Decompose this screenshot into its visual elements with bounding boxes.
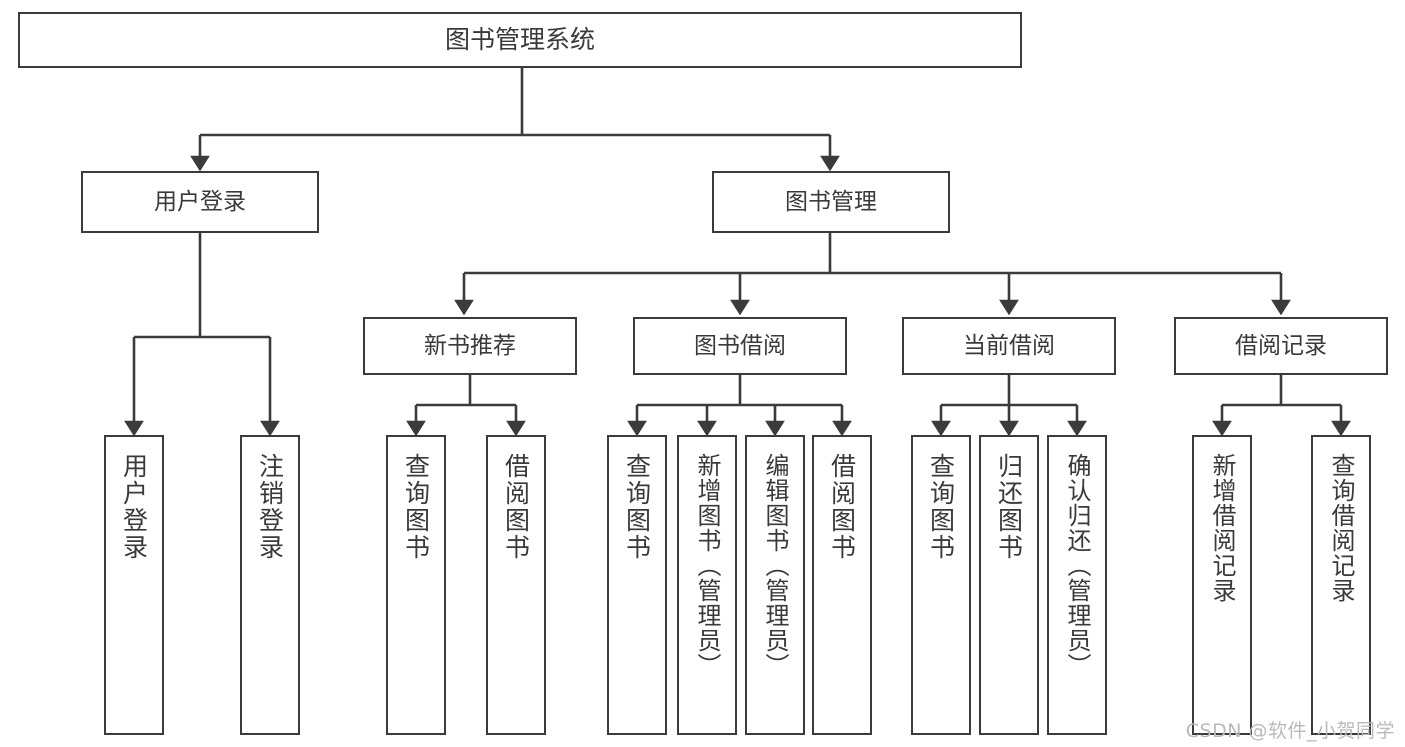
node-label: 查询图书 xyxy=(401,453,431,561)
node-label: 确认归还（管理员） xyxy=(1063,453,1091,678)
node-label: 查询图书 xyxy=(622,453,652,561)
node-current-borrow[interactable]: 当前借阅 xyxy=(902,317,1116,375)
node-user-login[interactable]: 用户登录 xyxy=(81,171,319,233)
node-label: 用户登录 xyxy=(119,453,149,561)
node-book-borrow[interactable]: 图书借阅 xyxy=(633,317,847,375)
node-label: 图书管理系统 xyxy=(444,24,595,54)
leaf-records-query-record[interactable]: 查询借阅记录 xyxy=(1311,435,1371,735)
leaf-borrow-edit-book-admin[interactable]: 编辑图书（管理员） xyxy=(745,435,805,735)
csdn-watermark: CSDN @软件_小贺同学 xyxy=(1185,720,1395,742)
node-borrow-records[interactable]: 借阅记录 xyxy=(1174,317,1388,375)
node-label: 新书推荐 xyxy=(424,332,516,359)
node-label: 查询借阅记录 xyxy=(1327,453,1355,603)
leaf-records-add-record[interactable]: 新增借阅记录 xyxy=(1192,435,1252,735)
node-label: 用户登录 xyxy=(154,188,246,215)
node-new-book-recommend[interactable]: 新书推荐 xyxy=(363,317,577,375)
node-label: 注销登录 xyxy=(255,453,285,561)
node-label: 借阅图书 xyxy=(501,453,531,561)
leaf-current-confirm-return-admin[interactable]: 确认归还（管理员） xyxy=(1047,435,1107,735)
node-label: 归还图书 xyxy=(994,453,1024,561)
leaf-current-query-book[interactable]: 查询图书 xyxy=(911,435,971,735)
node-label: 借阅记录 xyxy=(1235,332,1327,359)
node-label: 查询图书 xyxy=(926,453,956,561)
leaf-user-login-login[interactable]: 用户登录 xyxy=(104,435,164,735)
leaf-new-book-query[interactable]: 查询图书 xyxy=(386,435,446,735)
node-label: 当前借阅 xyxy=(963,332,1055,359)
node-root-system[interactable]: 图书管理系统 xyxy=(18,12,1022,68)
leaf-borrow-borrow-book[interactable]: 借阅图书 xyxy=(812,435,872,735)
node-book-management[interactable]: 图书管理 xyxy=(712,171,950,233)
node-label: 图书借阅 xyxy=(694,332,786,359)
node-label: 编辑图书（管理员） xyxy=(761,453,789,678)
leaf-borrow-add-book-admin[interactable]: 新增图书（管理员） xyxy=(677,435,737,735)
node-label: 借阅图书 xyxy=(827,453,857,561)
leaf-borrow-query-book[interactable]: 查询图书 xyxy=(607,435,667,735)
leaf-new-book-borrow[interactable]: 借阅图书 xyxy=(486,435,546,735)
leaf-current-return-book[interactable]: 归还图书 xyxy=(979,435,1039,735)
node-label: 图书管理 xyxy=(785,188,877,215)
node-label: 新增图书（管理员） xyxy=(693,453,721,678)
leaf-user-login-logout[interactable]: 注销登录 xyxy=(240,435,300,735)
node-label: 新增借阅记录 xyxy=(1208,453,1236,603)
